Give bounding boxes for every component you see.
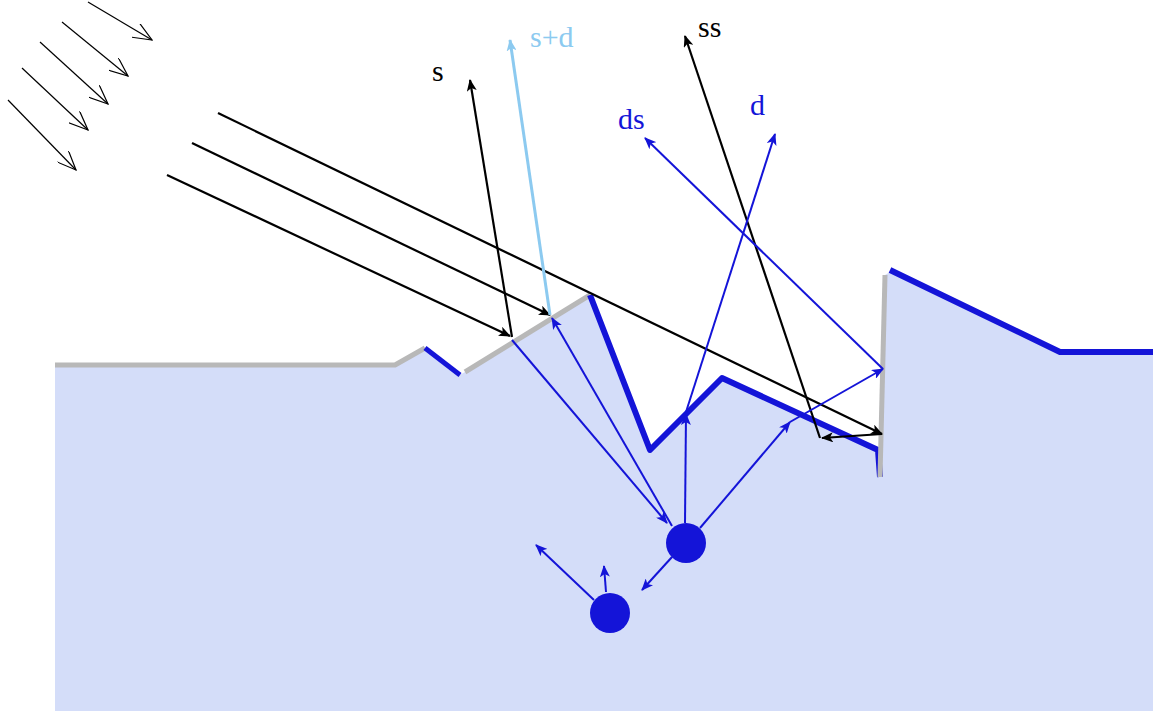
ray-label: ss xyxy=(698,12,721,42)
subsurface-ray xyxy=(512,134,883,600)
surface-line xyxy=(425,348,460,375)
scattering-particle xyxy=(590,593,630,633)
scattering-particle xyxy=(666,523,706,563)
incoming-light xyxy=(8,2,152,170)
surface-line xyxy=(880,275,885,477)
ray-label: ds xyxy=(618,104,645,134)
specular-ray xyxy=(470,36,882,438)
combined-ray xyxy=(510,40,550,315)
surface-line xyxy=(890,270,1153,352)
surface-line xyxy=(55,348,425,365)
incident-ray xyxy=(167,113,882,434)
surface-line xyxy=(465,295,590,372)
ray-label: s xyxy=(432,56,444,86)
ray-label: d xyxy=(750,90,765,120)
material-region xyxy=(55,270,1153,711)
ray-label: s+d xyxy=(530,22,574,52)
surface-line xyxy=(590,295,880,477)
